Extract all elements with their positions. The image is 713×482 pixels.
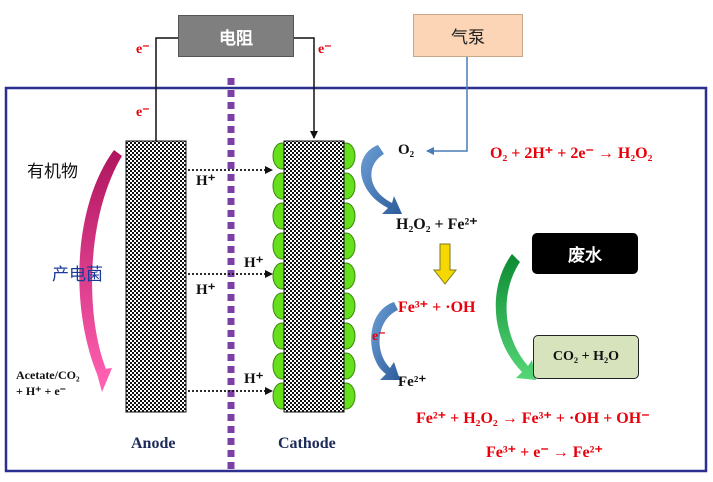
proton-label: H⁺ [196, 173, 216, 189]
anode-label: Anode [131, 435, 176, 452]
electron-label: e⁻ [372, 329, 386, 344]
equation-fe-regeneration: Fe³⁺ + e⁻ → Fe²⁺ [486, 444, 603, 461]
cathode-electrode [283, 140, 345, 413]
resistor-box: 电阻 [178, 15, 294, 57]
proton-label: H⁺ [244, 371, 264, 387]
air-line [426, 57, 468, 155]
cathode-wire [292, 37, 318, 139]
equation-oxygen-reduction: O₂ + 2H⁺ + 2e⁻ → H₂O₂ [490, 145, 653, 162]
proton-label: H⁺ [196, 282, 216, 298]
products-label-line1: Acetate/CO₂ [16, 368, 80, 382]
organics-label: 有机物 [27, 162, 78, 182]
blue-arrow-top [360, 145, 402, 214]
cathode-label: Cathode [278, 435, 336, 452]
equation-fenton: Fe²⁺ + H₂O₂ → Fe³⁺ + ·OH + OH⁻ [416, 410, 650, 427]
products-label-line2: + H⁺ + e⁻ [16, 384, 67, 398]
air-pump-label: 气泵 [451, 28, 485, 48]
electron-label: e⁻ [136, 42, 150, 57]
fe3-oh-label: Fe³⁺ + ·OH [398, 299, 476, 316]
co2-h2o-label: CO₂ + H₂O [552, 349, 620, 364]
anode-wire [155, 37, 178, 141]
proton-label: H⁺ [244, 255, 264, 271]
bacteria-label: 产电菌 [52, 265, 103, 285]
resistor-label: 电阻 [219, 28, 253, 49]
anode-electrode [125, 140, 187, 413]
wastewater-label: 废水 [568, 246, 602, 266]
oxygen-label: O₂ [398, 142, 415, 158]
air-pump-box: 气泵 [413, 14, 523, 57]
h2o2-fe2-label: H₂O₂ + Fe²⁺ [396, 216, 478, 233]
green-process-arrow [495, 254, 536, 380]
reactor-frame [4, 86, 708, 473]
fe2-label: Fe²⁺ [398, 374, 427, 390]
electron-label: e⁻ [136, 105, 150, 120]
wastewater-box: 废水 [532, 233, 638, 274]
co2-h2o-box: CO₂ + H₂O [533, 335, 639, 379]
electron-label: e⁻ [318, 42, 332, 57]
blue-arrow-bottom [371, 302, 400, 380]
proton-arrows [188, 166, 273, 395]
yellow-down-arrow [432, 243, 458, 285]
pink-process-arrow [79, 150, 122, 385]
pink-arrow-head [96, 368, 112, 392]
